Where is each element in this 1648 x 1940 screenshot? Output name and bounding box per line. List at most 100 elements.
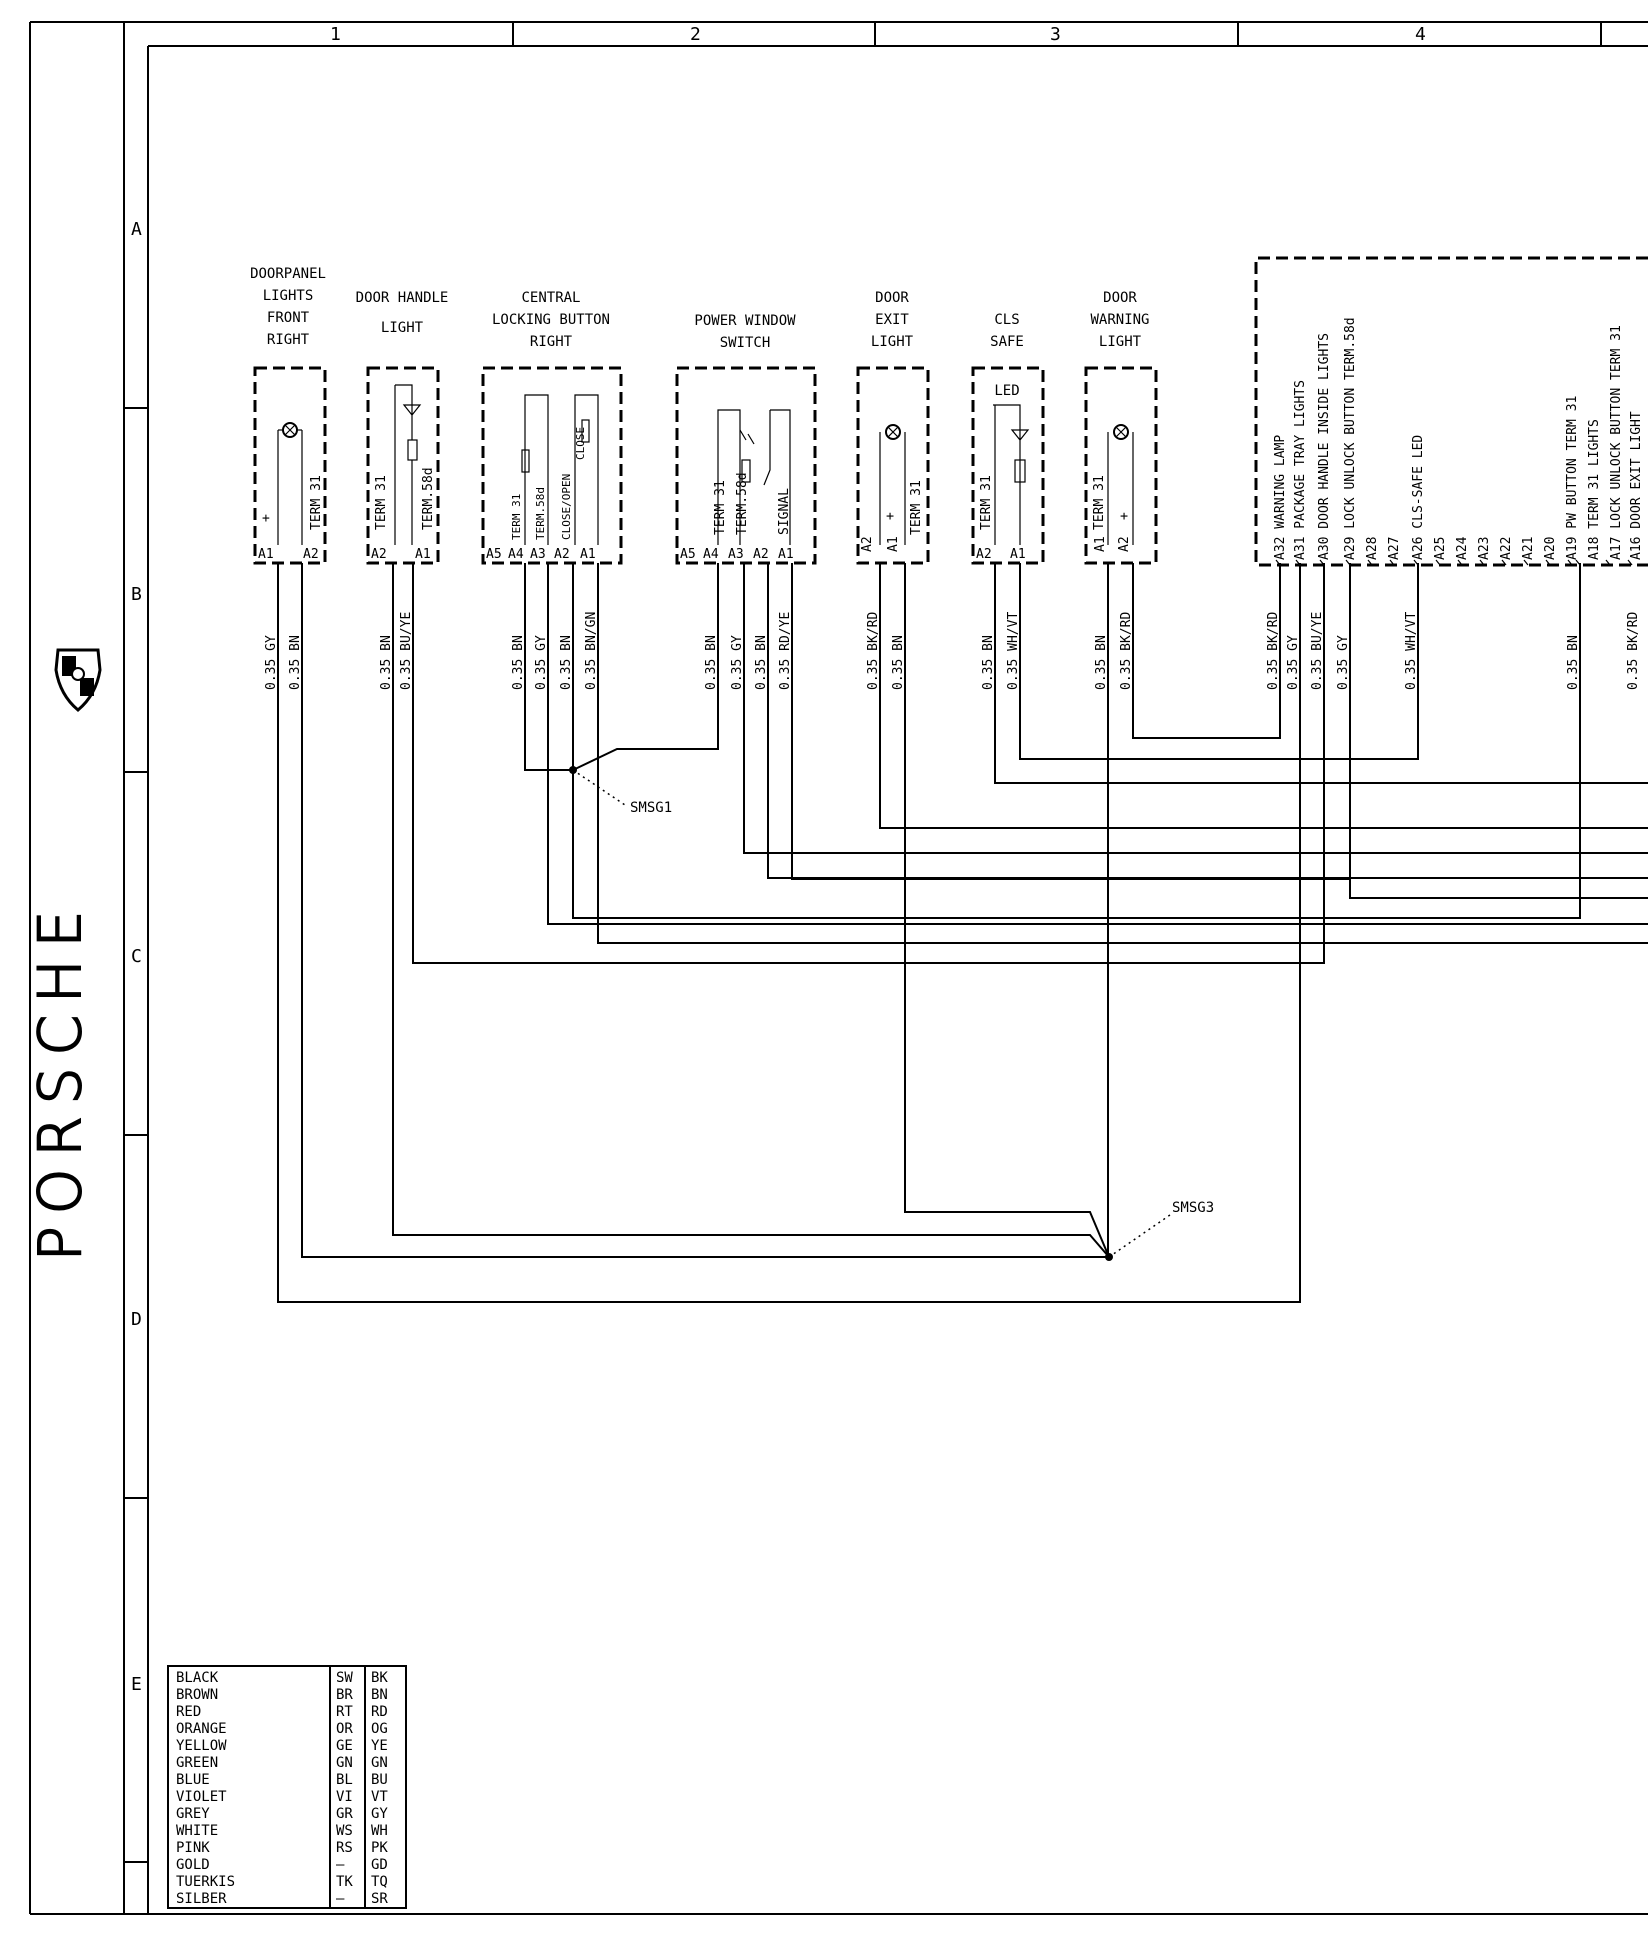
legend-german-code: — [336, 1891, 345, 1907]
porsche-crest-icon [54, 648, 102, 712]
legend-english-code: YE [371, 1738, 388, 1754]
row-label-c: C [131, 946, 142, 967]
control-unit-pin: A26 CLS-SAFE LED [1411, 435, 1426, 560]
wire-color-label: 0.35 BN [559, 635, 574, 690]
control-unit-pin: A27 [1387, 537, 1402, 560]
pin-label: A2 [753, 547, 769, 562]
component-title-line: DOOR [875, 290, 909, 306]
wire-color-label: 0.35 GY [1286, 635, 1301, 690]
component-title-line: FRONT [267, 310, 310, 326]
legend-color-name: RED [176, 1704, 201, 1720]
legend-color-name: GOLD [176, 1857, 210, 1873]
pin-label: A1 [258, 547, 274, 562]
component-door-handle-light: DOOR HANDLE LIGHT TERM 31 TERM.58d A2 A1 [356, 290, 449, 565]
legend-english-code: BN [371, 1687, 388, 1703]
wire-color-label: 0.35 BN [379, 635, 394, 690]
legend-color-name: TUERKIS [176, 1874, 235, 1890]
pin-label: A2 [554, 547, 570, 562]
pin-label: A1 [886, 536, 901, 552]
legend-color-name: WHITE [176, 1823, 218, 1839]
terminal-label: SIGNAL [777, 488, 792, 535]
splice-label: SMSG1 [630, 800, 672, 816]
wire-color-labels: 0.35 GY 0.35 BN 0.35 BN 0.35 BU/YE 0.35 BN 0.… [264, 612, 1641, 690]
legend-english-code: BU [371, 1772, 388, 1788]
legend-english-code: WH [371, 1823, 388, 1839]
wire-color-label: 0.35 BN [981, 635, 996, 690]
wire-color-label: 0.35 BN [511, 635, 526, 690]
pin-label: A5 [486, 547, 502, 562]
drawing-frame [29, 21, 1648, 1915]
pin-label: A2 [303, 547, 319, 562]
terminal-label: TERM 31 [374, 475, 389, 530]
component-title-line: CENTRAL [521, 290, 580, 306]
column-label-4: 4 [1415, 24, 1426, 45]
legend-english-code: OG [371, 1721, 388, 1737]
legend-german-code: OR [336, 1721, 353, 1737]
legend-german-code: TK [336, 1874, 353, 1890]
wire-color-label: 0.35 GY [534, 635, 549, 690]
wire-color-label: 0.35 BK/RD [1266, 612, 1281, 690]
wire-color-label: 0.35 GY [264, 635, 279, 690]
row-label-a: A [131, 219, 142, 240]
wire-color-label: 0.35 GY [730, 635, 745, 690]
control-unit-pin: A25 [1433, 537, 1448, 560]
component-title-line: CLS [994, 312, 1019, 328]
wire-color-label: 0.35 BU/YE [399, 612, 414, 690]
legend-german-code: VI [336, 1789, 353, 1805]
terminal-label: TERM 31 [309, 475, 324, 530]
splice-label: SMSG3 [1172, 1200, 1214, 1216]
legend-english-code: SR [371, 1891, 388, 1907]
legend-color-name: VIOLET [176, 1789, 227, 1805]
wire-color-label: 0.35 RD/YE [778, 612, 793, 690]
legend-color-name: GREY [176, 1806, 210, 1822]
pin-label: A2 [371, 547, 387, 562]
legend-color-name: GREEN [176, 1755, 218, 1771]
terminal-label: + [1117, 512, 1132, 520]
pin-label: A2 [976, 547, 992, 562]
terminal-label: TERM 31 [713, 480, 728, 535]
legend-color-name: BROWN [176, 1687, 218, 1703]
component-central-locking-button: CENTRAL LOCKING BUTTON RIGHT TERM 31 TER… [481, 290, 623, 565]
component-title-line: DOOR HANDLE [356, 290, 449, 306]
row-label-b: B [131, 584, 142, 605]
pin-label: A1 [1010, 547, 1026, 562]
component-title-line: LIGHT [1099, 334, 1142, 350]
control-unit-connector [1254, 256, 1648, 567]
component-door-exit-light: DOOR EXIT LIGHT + TERM 31 A2 A1 [856, 290, 930, 565]
wire-color-label: 0.35 BN [754, 635, 769, 690]
legend-german-code: BR [336, 1687, 353, 1703]
pin-label: A1 [580, 547, 596, 562]
pin-label: A1 [1093, 536, 1108, 552]
terminal-label: TERM.58d [534, 487, 547, 540]
pin-label: A3 [530, 547, 546, 562]
control-unit-pin: A20 [1543, 537, 1558, 560]
component-title-line: SWITCH [720, 335, 771, 351]
legend-english-code: GY [371, 1806, 388, 1822]
legend-color-name: PINK [176, 1840, 210, 1856]
component-title-line: LIGHT [871, 334, 914, 350]
legend-german-code: WS [336, 1823, 353, 1839]
column-label-2: 2 [690, 24, 701, 45]
legend-german-code: RT [336, 1704, 353, 1720]
pin-label: A4 [508, 547, 524, 562]
terminal-label: CLOSE [574, 427, 587, 460]
legend-english-code: TQ [371, 1874, 388, 1890]
component-title-line: RIGHT [530, 334, 573, 350]
wire-color-label: 0.35 BK/RD [866, 612, 881, 690]
column-label-1: 1 [330, 24, 341, 45]
component-cls-safe: CLS SAFE LED TERM 31 A2 A1 [971, 312, 1045, 565]
control-unit-pin: A16 DOOR EXIT LIGHT [1629, 411, 1644, 560]
component-power-window-switch: POWER WINDOW SWITCH TERM 31 TERM.58d SIG… [675, 313, 817, 565]
terminal-label: TERM 31 [1092, 475, 1107, 530]
control-unit-pin: A21 [1521, 537, 1536, 560]
row-label-d: D [131, 1309, 142, 1330]
legend-german-code: — [336, 1857, 345, 1873]
wire-color-label: 0.35 BK/RD [1119, 612, 1134, 690]
porsche-wordmark: PORSCHE [26, 899, 94, 1262]
control-unit-pin: A32 WARNING LAMP [1273, 435, 1288, 560]
legend-german-code: RS [336, 1840, 353, 1856]
terminal-label: + [883, 512, 898, 520]
component-title-line: EXIT [875, 312, 909, 328]
terminal-label: + [262, 511, 270, 526]
